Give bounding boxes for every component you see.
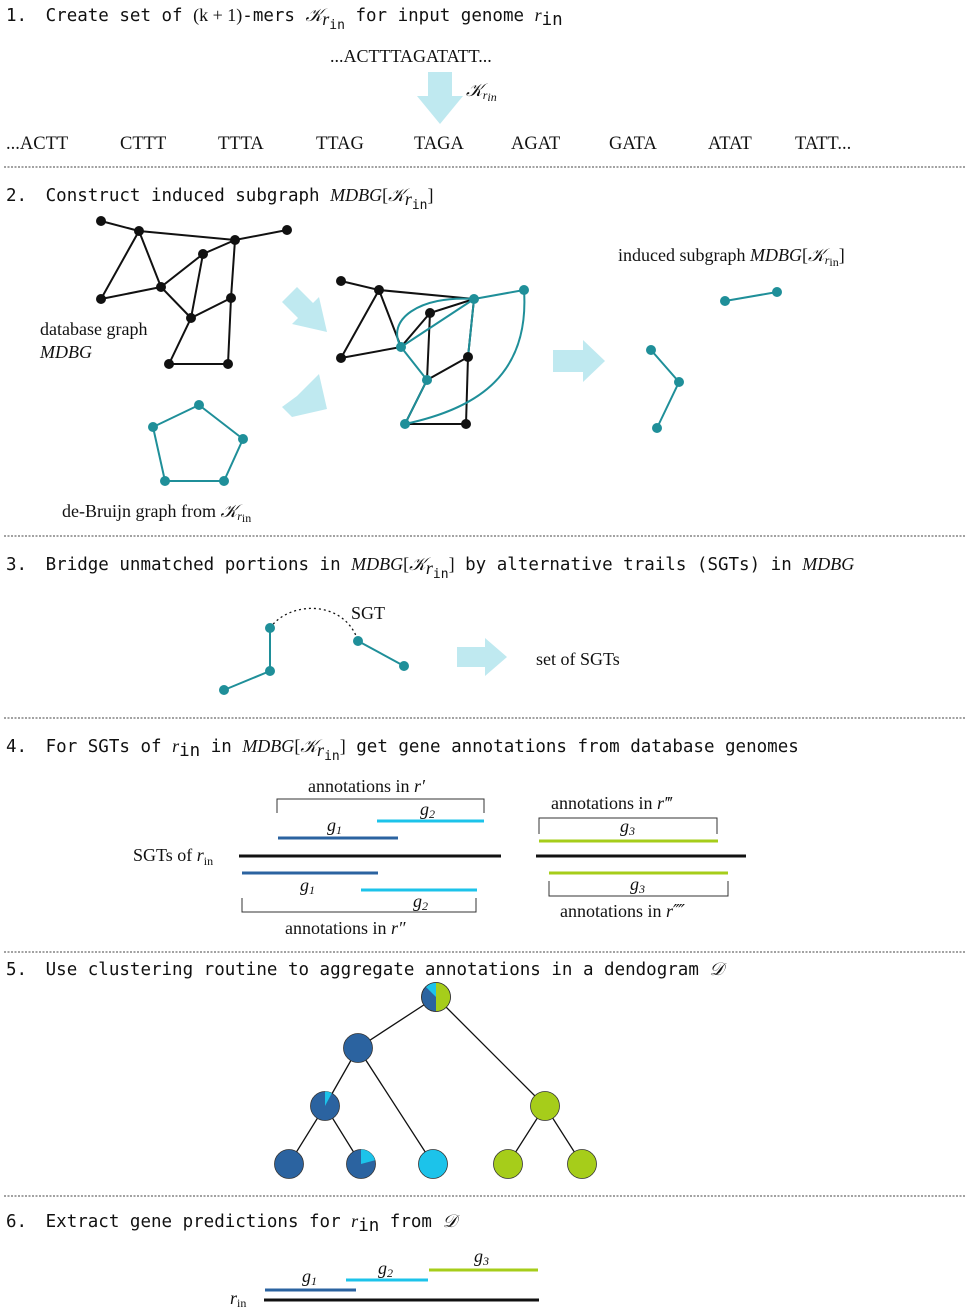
annotations-r2-bracket [241,898,477,913]
leaf-node [493,1149,523,1179]
merge-arrow-top [282,287,327,332]
cluster-node [530,1091,560,1121]
annotations-r2-label: annotations in r″ [285,918,406,938]
annotations-r3-label: annotations in r‴ [551,793,673,813]
step4-title: 4. For SGTs of rin in MDBG[𝒦rin] get gen… [6,736,799,764]
database-graph [96,216,292,369]
kmer-item: TATT... [795,134,851,154]
leaf-node [346,1149,376,1179]
step3-title: 3. Bridge unmatched portions in MDBG[𝒦ri… [6,554,854,582]
kmer-item: CTTT [120,134,166,154]
database-graph-name: MDBG [39,342,92,362]
gene-g2-label: g2 [413,891,428,913]
annotations-r4-bracket [548,881,729,897]
cluster-node [343,1033,373,1063]
step5-title: 5. Use clustering routine to aggregate a… [6,959,727,980]
step2-title: 2. Construct induced subgraph MDBG[𝒦rin] [6,185,434,213]
induced-subgraph-label: induced subgraph MDBG[𝒦rin] [618,245,845,269]
kmer-list: ...ACTT CTTT TTTA TTAG TAGA AGAT GATA AT… [6,134,851,154]
merged-graph [336,276,529,429]
kmer-item: TTAG [316,134,364,154]
gene-g1-label: g1 [300,875,315,897]
annotations-r4-label: annotations in r⁗ [560,901,685,921]
merge-arrow-bottom [282,374,327,423]
input-genome-sequence: ...ACTTTAGATATT... [330,46,492,66]
sgt-arrow [457,638,507,676]
leaf-node [567,1149,597,1179]
kmer-arrow-label: 𝒦rin [466,80,497,104]
step1-title: 1. Create set of (k + 1)-mers 𝒦rin for i… [6,5,563,33]
dendrogram [274,982,597,1179]
annotations-r1-label: annotations in r′ [308,776,426,796]
gene-g1-label: g1 [327,815,342,837]
gene-g3-label: g3 [620,816,635,838]
kmer-arrow [417,72,463,124]
debruijn-graph [148,400,248,486]
kmer-item: ...ACTT [6,134,68,154]
debruijn-graph-label: de-Bruijn graph from 𝒦rin [62,501,251,525]
final-rin-label: rin [230,1288,246,1307]
kmer-item: TTTA [218,134,264,154]
sgt-set-label: set of SGTs [536,649,620,669]
annotations-r1-bracket [276,798,485,813]
kmer-item: GATA [609,134,657,154]
step6-title: 6. Extract gene predictions for rin from… [6,1211,460,1236]
cluster-node [310,1091,340,1121]
leaf-node [418,1149,448,1179]
final-g1-label: g1 [302,1266,317,1288]
kmer-item: AGAT [511,134,560,154]
final-g3-label: g3 [474,1246,489,1268]
kmer-item: ATAT [708,134,752,154]
gene-g2-label: g2 [420,799,435,821]
leaf-node [274,1149,304,1179]
database-graph-label: database graph [40,319,147,339]
sgt-graph [219,607,409,695]
induced-subgraph [646,287,782,433]
sgts-label: SGTs of rin [133,845,213,868]
induce-arrow [553,340,605,382]
root-node [421,982,451,1012]
kmer-item: TAGA [414,134,465,154]
gene-g3-label: g3 [630,874,645,896]
sgt-label: SGT [351,603,385,623]
annotations-r3-bracket [538,817,718,834]
final-g2-label: g2 [378,1258,393,1280]
